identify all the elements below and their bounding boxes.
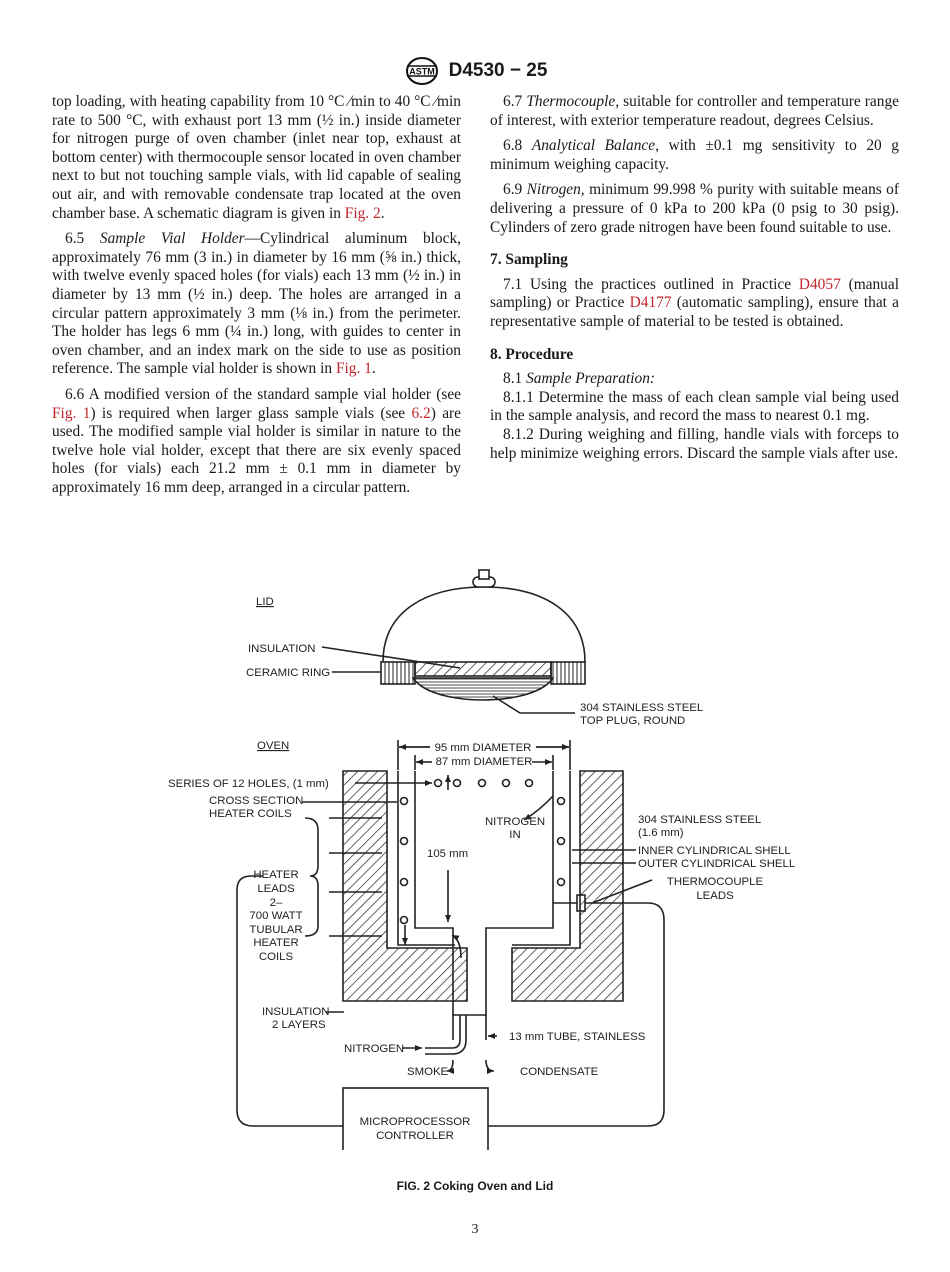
label-tube: 13 mm TUBE, STAINLESS bbox=[509, 1031, 646, 1043]
label-insulation: INSULATION bbox=[248, 643, 316, 655]
label-nitrogen-in-2: IN bbox=[509, 829, 520, 841]
oven-drawing bbox=[236, 646, 665, 1162]
label-105mm: 105 mm bbox=[427, 848, 468, 860]
label-steel-2: (1.6 mm) bbox=[638, 827, 684, 839]
label-cross-section-2: HEATER COILS bbox=[209, 808, 292, 820]
label-95mm: 95 mm DIAMETER bbox=[435, 742, 532, 754]
label-heater-leads-1: HEATER bbox=[253, 869, 298, 881]
label-87mm: 87 mm DIAMETER bbox=[436, 756, 533, 768]
section-6-9: 6.9 Nitrogen, minimum 99.998 % purity wi… bbox=[490, 181, 899, 236]
heading-sampling: 7. Sampling bbox=[490, 251, 568, 269]
section-6-8: 6.8 Analytical Balance, with ±0.1 mg sen… bbox=[490, 137, 899, 173]
label-top-plug-1: 304 STAINLESS STEEL bbox=[580, 702, 703, 714]
label-lid: LID bbox=[256, 596, 274, 608]
fig1-link[interactable]: Fig. 1 bbox=[52, 404, 91, 422]
label-heater-leads-2: LEADS bbox=[257, 883, 295, 895]
section-8-1: 8.1 Sample Preparation: bbox=[503, 370, 656, 388]
lid-drawing bbox=[380, 569, 586, 701]
section-7-1: 7.1 Using the practices outlined in Prac… bbox=[490, 275, 899, 330]
astm-logo-icon: ASTM bbox=[405, 57, 438, 85]
label-heater-leads-6: HEATER bbox=[253, 937, 298, 949]
label-controller-2: CONTROLLER bbox=[376, 1130, 454, 1142]
label-cross-section-1: CROSS SECTION bbox=[209, 795, 303, 807]
section-6-6: 6.6 A modified version of the standard s… bbox=[52, 385, 462, 496]
page-number: 3 bbox=[471, 1222, 479, 1237]
d4177-link[interactable]: D4177 bbox=[629, 294, 672, 312]
label-insulation-2-2: 2 LAYERS bbox=[272, 1019, 326, 1031]
section-8-1-2: 8.1.2 During weighing and filling, handl… bbox=[490, 425, 899, 462]
page-header: ASTM D4530 − 25 bbox=[0, 56, 950, 86]
figure-labels: LID INSULATION CERAMIC RING 304 STAINLES… bbox=[168, 596, 795, 1142]
fig2-link[interactable]: Fig. 2 bbox=[344, 204, 381, 222]
section-6-5: 6.5 Sample Vial Holder—Cylindrical alumi… bbox=[52, 230, 461, 378]
right-column: 6.7 Thermocouple, suitable for controlle… bbox=[490, 93, 899, 470]
label-steel-1: 304 STAINLESS STEEL bbox=[638, 814, 761, 826]
label-oven: OVEN bbox=[257, 740, 289, 752]
label-smoke: SMOKE bbox=[407, 1066, 449, 1078]
label-nitrogen: NITROGEN bbox=[344, 1043, 404, 1055]
label-thermocouple-1: THERMOCOUPLE bbox=[667, 876, 764, 888]
figure-coking-oven: LID INSULATION CERAMIC RING 304 STAINLES… bbox=[150, 560, 800, 1162]
oven-diagram: LID INSULATION CERAMIC RING 304 STAINLES… bbox=[168, 569, 795, 1162]
left-column: top loading, with heating capability fro… bbox=[52, 93, 461, 504]
heading-procedure: 8. Procedure bbox=[490, 345, 574, 363]
label-heater-leads-4: 700 WATT bbox=[249, 910, 302, 922]
label-top-plug-2: TOP PLUG, ROUND bbox=[580, 715, 685, 727]
label-holes: SERIES OF 12 HOLES, (1 mm) bbox=[168, 778, 329, 790]
section-6-2-link[interactable]: 6.2 bbox=[411, 404, 431, 422]
label-heater-leads-5: TUBULAR bbox=[249, 924, 302, 936]
label-heater-leads-7: COILS bbox=[259, 951, 294, 963]
section-8-1-1: 8.1.1 Determine the mass of each clean s… bbox=[490, 388, 899, 425]
section-6-7: 6.7 Thermocouple, suitable for controlle… bbox=[490, 93, 899, 129]
d4057-link[interactable]: D4057 bbox=[798, 275, 841, 293]
document-id: D4530 − 25 bbox=[448, 60, 548, 81]
paragraph-oven-description: top loading, with heating capability fro… bbox=[52, 93, 461, 222]
label-ceramic-ring: CERAMIC RING bbox=[246, 667, 330, 679]
figure-caption: FIG. 2 Coking Oven and Lid bbox=[396, 1179, 554, 1193]
label-nitrogen-in-1: NITROGEN bbox=[485, 816, 545, 828]
label-heater-leads-3: 2– bbox=[270, 897, 283, 909]
label-thermocouple-2: LEADS bbox=[696, 890, 734, 902]
label-outer-shell: OUTER CYLINDRICAL SHELL bbox=[638, 858, 795, 870]
label-controller-1: MICROPROCESSOR bbox=[360, 1116, 471, 1128]
label-insulation-2-1: INSULATION bbox=[262, 1006, 330, 1018]
fig1-link[interactable]: Fig. 1 bbox=[335, 360, 372, 378]
label-condensate: CONDENSATE bbox=[520, 1066, 599, 1078]
astm-logo-text: ASTM bbox=[409, 67, 435, 77]
label-inner-shell: INNER CYLINDRICAL SHELL bbox=[638, 845, 791, 857]
